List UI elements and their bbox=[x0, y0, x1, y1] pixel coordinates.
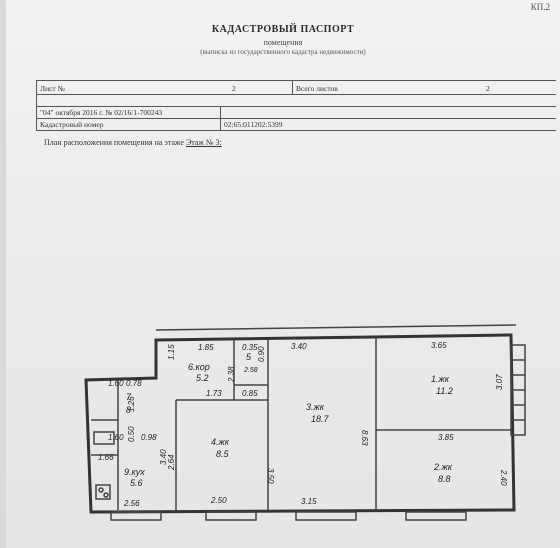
document-subtitle: помещения bbox=[263, 38, 303, 47]
plan-caption-text: План расположения помещения на этаже bbox=[44, 138, 184, 147]
dim-126: 1.26 bbox=[127, 396, 136, 412]
dim-385: 3.85 bbox=[438, 433, 454, 442]
floor-plan: 6.кор 5.2 5 2.58 3.жк 18.7 1.жк 11.2 4.ж… bbox=[84, 324, 526, 521]
outer-wall bbox=[84, 333, 516, 514]
dim-315: 3.15 bbox=[301, 497, 317, 506]
document-sheet: КП.2 КАДАСТРОВЫЙ ПАСПОРТ помещения (выпи… bbox=[6, 0, 560, 548]
dim-365: 3.65 bbox=[431, 341, 447, 350]
dim-238: 2.38 bbox=[227, 366, 236, 383]
sheet-number-value: 2 bbox=[232, 84, 236, 93]
room-2-area: 8.8 bbox=[438, 474, 451, 484]
document-title: КАДАСТРОВЫЙ ПАСПОРТ bbox=[211, 24, 355, 35]
plan-floor: Этаж № 3: bbox=[185, 138, 222, 147]
room-6-area: 5.2 bbox=[196, 373, 209, 383]
bath-icon bbox=[93, 431, 115, 445]
room-5-area: 2.58 bbox=[243, 367, 258, 374]
total-sheets-value: 2 bbox=[486, 84, 490, 93]
form-code: КП.2 bbox=[530, 2, 550, 12]
stove-icon bbox=[95, 484, 111, 500]
room-6-name: 6.кор bbox=[188, 362, 210, 372]
dim-863: 8.63 bbox=[360, 430, 369, 446]
dim-350: 3.50 bbox=[266, 468, 275, 484]
room-8-name: 8 bbox=[126, 405, 131, 415]
dim-078: 0.78 bbox=[126, 379, 142, 388]
dim-160-a: 1.60 bbox=[108, 379, 124, 388]
dim-185: 1.85 bbox=[198, 343, 214, 352]
dim-160-b: 1.60 bbox=[108, 433, 124, 442]
room-1-name: 1.жк bbox=[431, 374, 450, 384]
dim-256: 2.56 bbox=[123, 499, 140, 508]
room-3-name: 3.жк bbox=[306, 402, 325, 412]
dim-240: 2.40 bbox=[499, 469, 508, 486]
dim-166: 1.66 bbox=[98, 453, 114, 462]
dim-264: 2.64 bbox=[167, 454, 176, 471]
dim-115: 1.15 bbox=[167, 344, 176, 360]
room-2-name: 2.жк bbox=[433, 462, 453, 472]
dim-173: 1.73 bbox=[206, 389, 222, 398]
date-number: "04" октября 2016 г. № 02/16/1-700243 bbox=[40, 108, 163, 117]
dim-090: 0.90 bbox=[257, 346, 266, 362]
window bbox=[205, 511, 257, 521]
dim-250: 2.50 bbox=[210, 496, 227, 505]
dim-050: 0.50 bbox=[127, 426, 136, 442]
room-4-name: 4.жк bbox=[211, 437, 230, 447]
room-5-name: 5 bbox=[246, 352, 252, 362]
room-9-name: 9.кух bbox=[124, 467, 145, 477]
dim-340-mid: 3.40 bbox=[159, 449, 168, 465]
cadastral-number-label: Кадастровый номер bbox=[40, 120, 104, 129]
room-1-area: 11.2 bbox=[436, 386, 453, 396]
dim-085: 0.85 bbox=[242, 389, 258, 398]
plan-caption: План расположения помещения на этаже Эта… bbox=[44, 138, 222, 147]
dim-098: 0.98 bbox=[141, 433, 157, 442]
dim-307: 3.07 bbox=[495, 374, 504, 390]
window bbox=[110, 511, 162, 521]
room-3-area: 18.7 bbox=[311, 414, 330, 424]
window bbox=[405, 511, 467, 521]
dim-340-top: 3.40 bbox=[291, 342, 307, 351]
document-note: (выписка из государственного кадастра не… bbox=[200, 48, 366, 56]
building-edge bbox=[155, 324, 517, 331]
room-4-area: 8.5 bbox=[216, 449, 230, 459]
cadastral-number-value: 02:65:011202:5399 bbox=[224, 120, 283, 129]
window bbox=[295, 511, 357, 521]
total-sheets-label: Всего листов bbox=[296, 84, 338, 93]
room-9-area: 5.6 bbox=[130, 478, 143, 488]
room-7-name: 7 bbox=[126, 392, 132, 402]
sheet-number-label: Лист № bbox=[40, 84, 65, 93]
dim-035: 0.35 bbox=[242, 343, 258, 352]
